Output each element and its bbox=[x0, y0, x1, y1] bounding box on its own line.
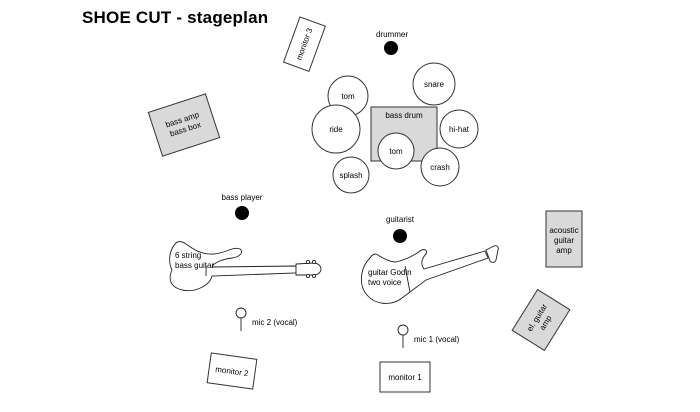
snare-drum: snare bbox=[412, 62, 456, 106]
tom-2-label: tom bbox=[389, 147, 403, 156]
monitor-3: monitor 3 bbox=[282, 16, 327, 72]
crash-label: crash bbox=[430, 163, 450, 172]
mic-2: mic 2 (vocal) bbox=[235, 307, 298, 331]
bass-amp: bass amp bass box bbox=[147, 93, 221, 157]
monitor-1-label: monitor 1 bbox=[388, 373, 422, 382]
acoustic-amp-label-3: amp bbox=[556, 246, 572, 255]
snare-label: snare bbox=[424, 80, 445, 89]
bass-guitar-label-1: 6 string bbox=[175, 251, 201, 260]
bass-player-marker bbox=[235, 206, 249, 220]
mic-2-label: mic 2 (vocal) bbox=[252, 318, 298, 327]
bass-guitar-label-2: bass guitar bbox=[175, 261, 214, 270]
guitar-label-1: guitar Godin bbox=[368, 268, 412, 277]
drummer-marker bbox=[384, 41, 398, 55]
tom-2: tom bbox=[377, 132, 415, 170]
el-guitar-amp: el. guitar amp bbox=[511, 288, 571, 352]
ride-label: ride bbox=[329, 125, 343, 134]
ride-cymbal: ride bbox=[311, 104, 361, 154]
splash-label: splash bbox=[339, 171, 362, 180]
bass-drum-label: bass drum bbox=[385, 111, 423, 120]
stageplan-title: SHOE CUT - stageplan bbox=[82, 8, 269, 27]
bass-player-label: bass player bbox=[222, 193, 263, 202]
acoustic-guitar-amp: acoustic guitar amp bbox=[545, 210, 583, 268]
crash-cymbal: crash bbox=[420, 147, 460, 187]
guitar-label-2: two voice bbox=[368, 278, 402, 287]
hi-hat: hi-hat bbox=[439, 109, 479, 149]
mic-1-label: mic 1 (vocal) bbox=[414, 335, 460, 344]
guitarist-marker bbox=[393, 229, 407, 243]
hi-hat-label: hi-hat bbox=[449, 125, 470, 134]
monitor-1: monitor 1 bbox=[379, 361, 431, 393]
splash-cymbal: splash bbox=[332, 156, 370, 194]
acoustic-amp-label-2: guitar bbox=[554, 236, 574, 245]
acoustic-amp-label-1: acoustic bbox=[549, 226, 578, 235]
tom-1-label: tom bbox=[341, 92, 355, 101]
drummer-label: drummer bbox=[376, 30, 408, 39]
monitor-2: monitor 2 bbox=[206, 352, 258, 390]
drum-kit: snare tom bass drum ride hi-hat tom cras… bbox=[311, 62, 479, 194]
electric-guitar: guitar Godin two voice bbox=[361, 245, 499, 304]
mic-1: mic 1 (vocal) bbox=[397, 324, 460, 348]
bass-guitar: 6 string bass guitar bbox=[169, 241, 322, 292]
guitarist-label: guitarist bbox=[386, 215, 415, 224]
